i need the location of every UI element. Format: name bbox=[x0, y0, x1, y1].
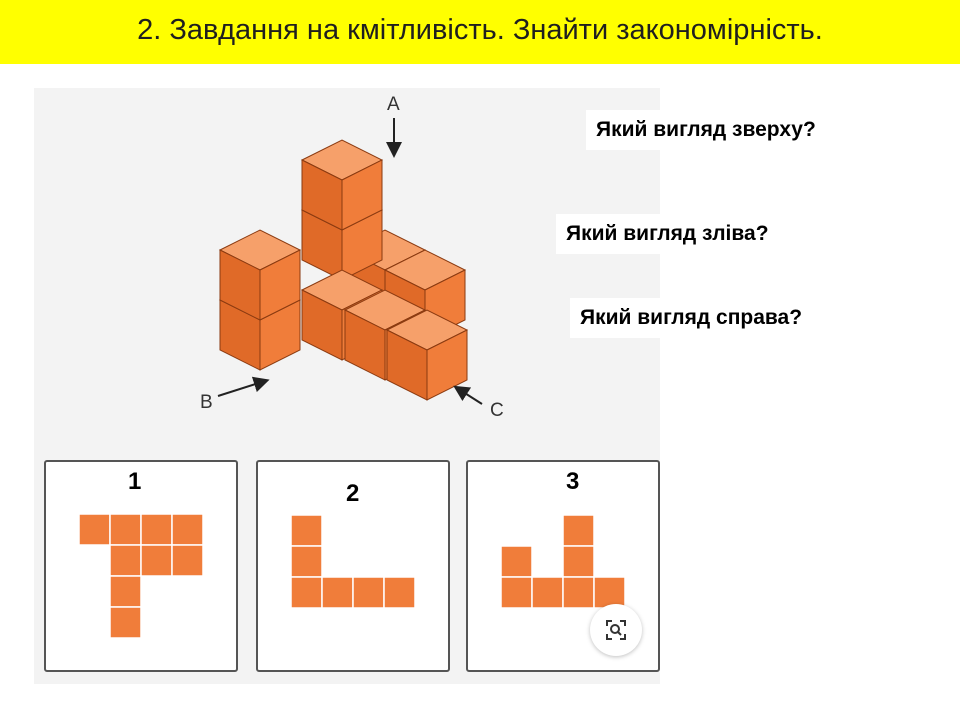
label-a: A bbox=[387, 94, 400, 115]
question-right-view: Який вигляд справа? bbox=[570, 298, 813, 338]
view-number-2: 2 bbox=[334, 474, 372, 514]
view-number-1: 1 bbox=[116, 462, 154, 502]
lens-search-button[interactable] bbox=[590, 604, 642, 656]
lens-search-icon bbox=[606, 620, 626, 640]
view-number-3: 3 bbox=[554, 462, 592, 502]
slide-title: 2. Завдання на кмітливість. Знайти закон… bbox=[137, 14, 823, 46]
question-left-view: Який вигляд зліва? bbox=[556, 214, 779, 254]
label-c: C bbox=[490, 400, 504, 421]
label-b: B bbox=[200, 392, 213, 413]
question-top-view: Який вигляд зверху? bbox=[586, 110, 826, 150]
title-bar bbox=[0, 0, 960, 64]
